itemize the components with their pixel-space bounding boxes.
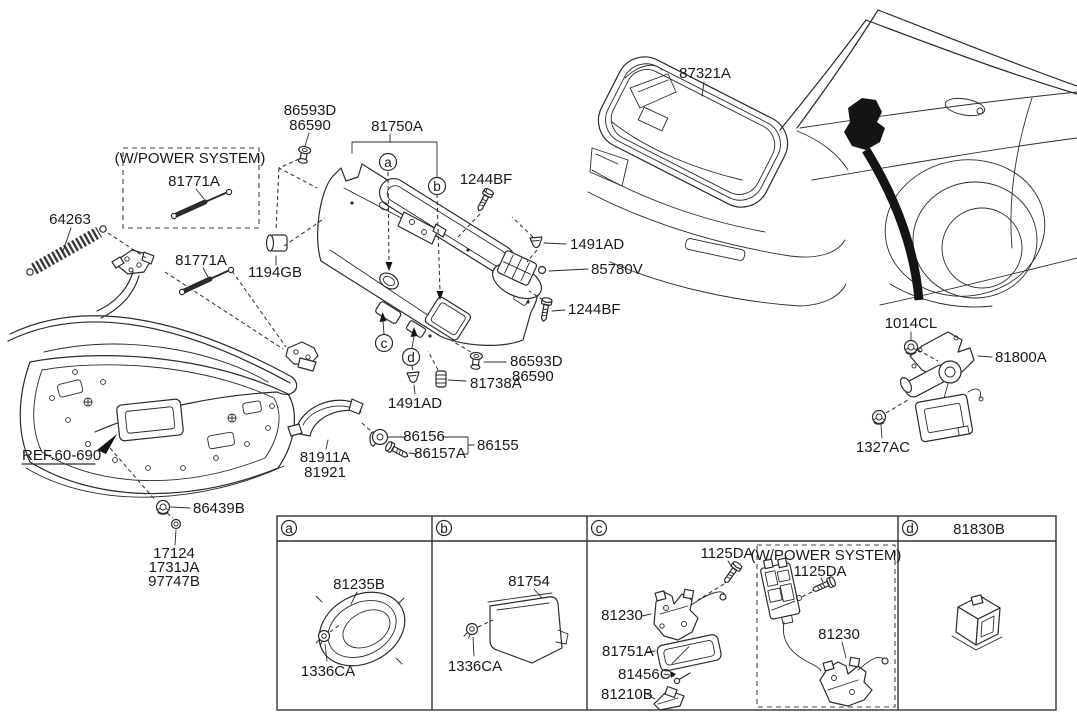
- part-label-81771A-power: 81771A: [168, 173, 220, 190]
- callout-a: a: [384, 155, 392, 170]
- part-label-81456C: 81456C: [618, 666, 671, 683]
- part-label-1125DA-power: 1125DA: [793, 563, 846, 580]
- table-callout-c: c: [596, 521, 603, 536]
- emergency-handle-drawing: [491, 250, 589, 300]
- ref-label: REF.60-690: [22, 447, 101, 464]
- table-callout-d: d: [906, 521, 914, 536]
- table-cell-d-drawing: [951, 594, 1003, 651]
- torsion-spring-drawing: [26, 225, 107, 276]
- screw-81456C-drawing: [673, 672, 691, 685]
- panel-hardware-drawing: [265, 132, 589, 395]
- part-label-86593D-2: 86593D: [510, 353, 563, 370]
- part-label-1014CL: 1014CL: [885, 315, 938, 332]
- car-rear-drawing: [587, 9, 1077, 308]
- table-callout-b: b: [440, 521, 448, 536]
- trim-panel-drawing: [317, 163, 539, 346]
- part-label-81911A: 81911A: [300, 449, 351, 466]
- parts-table: [276, 515, 1057, 711]
- cover-81751A-drawing: [656, 634, 722, 672]
- part-label-85780V: 85780V: [591, 261, 643, 278]
- part-label-81235B: 81235B: [333, 576, 385, 593]
- part-label-86590-2: 86590: [512, 368, 554, 385]
- lid-nuts-drawing: [155, 499, 191, 546]
- c-power-box-title: (W/POWER SYSTEM): [751, 547, 902, 564]
- callout-c: c: [381, 336, 388, 351]
- table-cell-a-drawing: [315, 591, 406, 667]
- table-callout-a: a: [285, 521, 293, 536]
- hinge-bracket-right-drawing: [285, 341, 319, 372]
- part-label-1244BF-2: 1244BF: [568, 301, 621, 318]
- labels: 86593D 86590 81750A (W/POWER SYSTEM) 817…: [22, 65, 1047, 703]
- callout-b: b: [433, 179, 441, 194]
- power-box-title: (W/POWER SYSTEM): [115, 150, 266, 167]
- part-label-1327AC: 1327AC: [856, 439, 910, 456]
- part-label-1194GB: 1194GB: [248, 264, 302, 281]
- latch-81230-drawing: [653, 588, 699, 641]
- callout-d: d: [407, 350, 415, 365]
- table-cell-c-drawing: [641, 544, 896, 711]
- gas-strut-power-drawing: [170, 188, 233, 220]
- part-label-81230: 81230: [601, 607, 643, 624]
- part-label-1244BF-1: 1244BF: [460, 171, 513, 188]
- gas-strut-drawing: [178, 266, 235, 296]
- part-label-81754: 81754: [508, 573, 550, 590]
- part-label-86157A: 86157A: [414, 445, 466, 462]
- table-cell-b-drawing: [463, 588, 569, 664]
- part-label-81800A: 81800A: [995, 349, 1047, 366]
- part-label-81771A: 81771A: [175, 252, 227, 269]
- part-label-81738A: 81738A: [470, 375, 522, 392]
- assembly-lines: [107, 158, 544, 519]
- part-label-1336CA-a: 1336CA: [301, 663, 355, 680]
- part-label-81750A: 81750A: [371, 118, 423, 135]
- fastener-set-drawing: [369, 428, 475, 462]
- part-label-86155: 86155: [477, 437, 519, 454]
- bracket-81210B-drawing: [653, 685, 685, 711]
- part-label-81210B: 81210B: [601, 686, 653, 703]
- grommet-1194GB-drawing: [265, 234, 288, 266]
- power-actuator-drawing: [760, 557, 801, 625]
- power-latch-81230-drawing: [819, 656, 873, 707]
- part-label-1125DA-c: 1125DA: [700, 545, 753, 562]
- part-label-81921: 81921: [304, 464, 346, 481]
- part-label-1491AD-1: 1491AD: [570, 236, 624, 253]
- part-label-87321A: 87321A: [679, 65, 731, 82]
- part-label-64263: 64263: [49, 211, 91, 228]
- part-label-86593D-top: 86593D: [284, 102, 337, 119]
- part-label-97747B: 97747B: [148, 573, 200, 590]
- part-label-86439B: 86439B: [193, 500, 245, 517]
- part-label-81751A: 81751A: [602, 643, 654, 660]
- part-label-1731JA: 1731JA: [149, 559, 200, 576]
- part-label-17124: 17124: [153, 545, 195, 562]
- panel-callout-bracket: [351, 133, 447, 367]
- part-label-1336CA-b: 1336CA: [448, 658, 502, 675]
- hinge-arm-drawing: [287, 398, 364, 450]
- part-label-86590-top: 86590: [289, 117, 331, 134]
- latch-assembly-drawing: [871, 331, 993, 443]
- part-label-1491AD-2: 1491AD: [388, 395, 442, 412]
- trunk-lid-drawing: [7, 315, 298, 498]
- part-label-81830B: 81830B: [953, 521, 1005, 538]
- part-label-86156: 86156: [403, 428, 445, 445]
- part-label-81230-power: 81230: [818, 626, 860, 643]
- hinge-bracket-left-drawing: [96, 249, 155, 319]
- power-system-box-left: [122, 147, 260, 229]
